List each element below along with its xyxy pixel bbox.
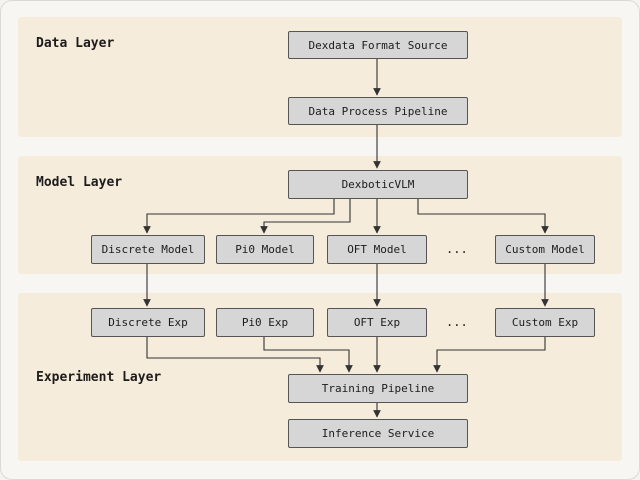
pi0-model-node: Pi0 Model bbox=[216, 235, 314, 264]
custom-model-node: Custom Model bbox=[495, 235, 595, 264]
training-pipeline-node: Training Pipeline bbox=[288, 374, 468, 403]
custom-exp-node: Custom Exp bbox=[495, 308, 595, 337]
edge-pi0-exp-to-training bbox=[263, 337, 353, 373]
inference-service-node: Inference Service bbox=[288, 419, 468, 448]
discrete-model-node: Discrete Model bbox=[91, 235, 205, 264]
data-layer-title: Data Layer bbox=[36, 36, 115, 51]
edge-custom-exp-to-training bbox=[433, 337, 546, 373]
dexdata-format-source-node: Dexdata Format Source bbox=[288, 31, 468, 59]
exp-ellipsis: ... bbox=[446, 315, 468, 329]
experiment-layer-title: Experiment Layer bbox=[36, 370, 162, 385]
model-layer-title: Model Layer bbox=[36, 175, 123, 190]
edge-vlm-to-discrete-model bbox=[143, 199, 335, 234]
data-process-pipeline-node: Data Process Pipeline bbox=[288, 97, 468, 125]
oft-exp-node: OFT Exp bbox=[327, 308, 427, 337]
edge-discrete-exp-to-training bbox=[146, 337, 324, 373]
model-ellipsis: ... bbox=[446, 242, 468, 256]
discrete-exp-node: Discrete Exp bbox=[91, 308, 205, 337]
dexbotic-vlm-node: DexboticVLM bbox=[288, 170, 468, 199]
edge-vlm-to-pi0-model bbox=[260, 199, 351, 234]
oft-model-node: OFT Model bbox=[327, 235, 427, 264]
pi0-exp-node: Pi0 Exp bbox=[216, 308, 314, 337]
edge-vlm-to-custom-model bbox=[417, 199, 549, 234]
